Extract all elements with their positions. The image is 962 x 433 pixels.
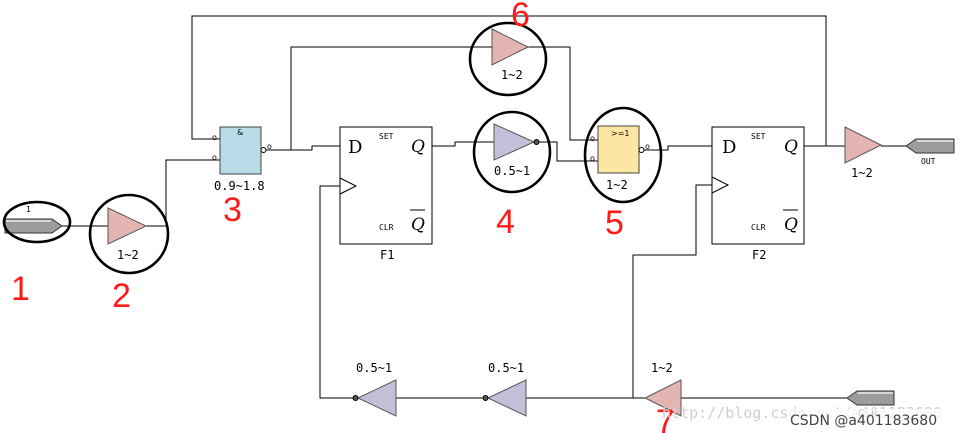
input-port[interactable]: 1: [4, 205, 63, 234]
wire-buffer-to-and: [146, 159, 220, 227]
wires: [62, 15, 906, 399]
annotation-circle-5: [583, 106, 663, 204]
buffer-input[interactable]: 1~2: [107, 207, 148, 262]
f1-clr-pin: CLR: [379, 223, 394, 232]
f2-qbar-pin: Q: [784, 215, 798, 235]
and-symbol: &: [237, 128, 243, 137]
annotation-circle-4: [472, 110, 552, 194]
buffer-top-delay: 1~2: [501, 68, 523, 82]
annotation-number-3: 3: [223, 191, 242, 229]
buffer-output[interactable]: 1~2: [844, 126, 883, 180]
inverter-mid[interactable]: 0.5~1: [493, 123, 540, 178]
flipflop-f2[interactable]: D SET Q CLR Q F2: [711, 126, 805, 262]
or-gate[interactable]: >=1 o o o 1~2: [590, 125, 650, 192]
credit-backdrop: [788, 409, 958, 431]
wire-clk-branch-f2: [632, 184, 712, 398]
input-port-label: 1: [26, 205, 31, 214]
and-gate[interactable]: & o o o 0.9~1.8: [212, 126, 272, 193]
buffer-top[interactable]: 1~2: [491, 28, 530, 82]
svg-text:o: o: [267, 142, 272, 151]
f2-d-pin: D: [722, 137, 736, 158]
f2-q-pin: Q: [784, 137, 798, 157]
f1-d-pin: D: [348, 137, 362, 158]
annotation-number-7: 7: [656, 403, 675, 433]
buffer-input-delay: 1~2: [117, 248, 139, 262]
annotation-number-1: 1: [11, 270, 30, 308]
clk-inverter-mid-delay: 0.5~1: [488, 361, 524, 375]
f2-set-pin: SET: [751, 132, 766, 141]
f1-set-pin: SET: [379, 132, 394, 141]
svg-text:o: o: [212, 133, 217, 142]
wire-f1-to-inverter: [432, 141, 494, 147]
f1-name: F1: [380, 248, 394, 262]
output-port-label: OUT: [921, 157, 936, 166]
clk-inverter-left[interactable]: 0.5~1: [352, 361, 397, 417]
clk-buffer-delay: 1~2: [651, 361, 673, 375]
f2-name: F2: [752, 248, 766, 262]
svg-text:o: o: [212, 153, 217, 162]
f1-q-pin: Q: [411, 137, 425, 157]
clk-inverter-left-delay: 0.5~1: [356, 361, 392, 375]
wire-or-to-f2: [644, 145, 712, 151]
annotation-number-6: 6: [511, 0, 530, 34]
credit: CSDN @a401183680: [790, 413, 937, 429]
and-gate-delay: 0.9~1.8: [214, 179, 265, 193]
or-symbol: >=1: [611, 129, 630, 138]
svg-text:o: o: [590, 134, 595, 143]
svg-text:o: o: [645, 142, 650, 151]
wire-outer-feedback: [191, 15, 827, 146]
annotation-circle-2: [88, 193, 170, 275]
annotation-number-4: 4: [496, 203, 515, 241]
wire-and-to-top-buffer: [266, 46, 492, 151]
annotation-number-2: 2: [112, 277, 131, 315]
inverter-mid-delay: 0.5~1: [494, 164, 530, 178]
annotation-circle-1: [2, 200, 72, 244]
f2-clr-pin: CLR: [751, 223, 766, 232]
wire-and-to-f1: [291, 145, 340, 151]
output-port[interactable]: OUT: [905, 138, 955, 166]
wire-top-buffer-to-or: [528, 46, 598, 141]
wire-inv-to-f1clk: [319, 185, 356, 399]
annotation-circle-6: [468, 21, 548, 97]
annotation-numbers: 1 2 3 4 5 6 7: [11, 0, 675, 433]
svg-text:o: o: [590, 154, 595, 163]
flipflop-f1[interactable]: D SET Q CLR Q F1: [339, 126, 433, 262]
f1-qbar-pin: Q: [411, 215, 425, 235]
or-gate-delay: 1~2: [606, 178, 628, 192]
buffer-output-delay: 1~2: [851, 166, 873, 180]
annotation-circles: [2, 21, 663, 275]
annotation-number-5: 5: [605, 204, 624, 242]
clk-buffer[interactable]: 1~2: [643, 361, 682, 417]
clk-inverter-mid[interactable]: 0.5~1: [482, 361, 527, 417]
